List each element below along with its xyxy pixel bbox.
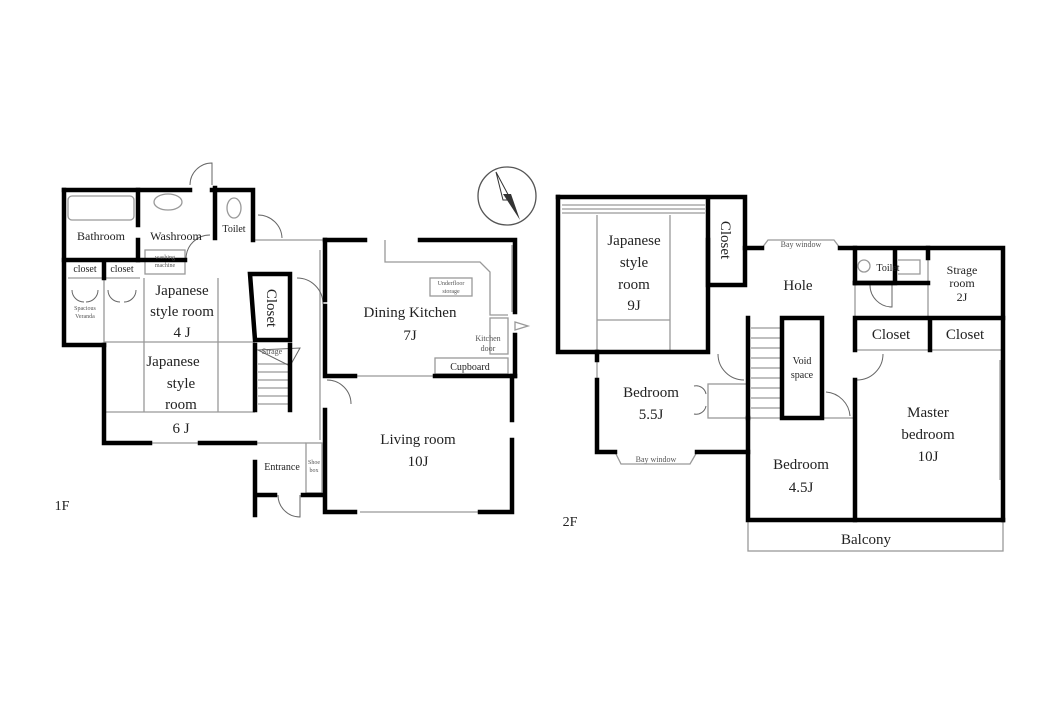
labels-1f: Bathroom Washroom Toilet washing machine… <box>55 224 501 514</box>
bay-window-top: Bay window <box>781 240 822 249</box>
room-bedroom-55j: Bedroom <box>623 385 679 401</box>
room-toilet-2f: Toilet <box>876 263 899 274</box>
room-japanese-4j: Japanese <box>155 283 209 299</box>
room-closet-b-2f: Closet <box>946 327 985 343</box>
compass-north-arrow-icon <box>477 166 537 226</box>
room-toilet: Toilet <box>222 224 245 235</box>
room-strage-2j: 2J <box>957 290 968 304</box>
room-dining-kitchen: Dining Kitchen <box>364 305 457 321</box>
floor-1: Bathroom Washroom Toilet washing machine… <box>55 162 531 518</box>
room-closet-top: Closet <box>717 221 733 260</box>
room-closet-b: closet <box>110 264 134 275</box>
shoebox-label: box <box>310 468 319 474</box>
walls-1f <box>61 185 518 518</box>
void-space: space <box>791 370 814 381</box>
veranda-label: Veranda <box>75 314 95 320</box>
labels-2f: Japanese style room 9J Closet Bay window… <box>563 221 985 548</box>
room-closet-a-2f: Closet <box>872 327 911 343</box>
floor-2: Japanese style room 9J Closet Bay window… <box>555 194 1006 552</box>
room-japanese-6j: style <box>167 376 196 392</box>
room-bedroom-55j: 5.5J <box>639 407 664 423</box>
room-washroom: Washroom <box>150 229 202 243</box>
stairs-1f <box>258 363 288 405</box>
kitchen-door-label: door <box>481 344 496 353</box>
shoebox-label: Shoe <box>308 460 320 466</box>
room-entrance: Entrance <box>264 462 300 473</box>
room-closet: Closet <box>263 289 279 328</box>
room-japanese-9j: 9J <box>627 298 641 314</box>
room-living: 10J <box>408 454 429 470</box>
room-hole: Hole <box>783 278 813 294</box>
void-space: Void <box>793 356 812 367</box>
room-japanese-9j: style <box>620 255 649 271</box>
room-japanese-6j: Japanese <box>146 354 200 370</box>
underfloor-storage-label: Underfloor <box>438 280 465 287</box>
room-strage-2j: room <box>949 276 975 290</box>
room-japanese-6j: room <box>165 397 197 413</box>
room-strage: Strage <box>262 347 283 356</box>
room-japanese-6j: 6 J <box>172 421 189 437</box>
washing-machine-label: machine <box>155 263 176 269</box>
kitchen-door-label: Kitchen <box>475 334 500 343</box>
walls-2f <box>555 194 1006 523</box>
room-bedroom-45j: 4.5J <box>789 480 814 496</box>
doors-2f <box>693 284 893 417</box>
doors-1f <box>71 162 352 518</box>
underfloor-storage-label: storage <box>442 289 460 295</box>
room-master-bedroom: bedroom <box>901 427 955 443</box>
room-strage-2j: Strage <box>947 263 978 277</box>
room-closet-a: closet <box>73 264 97 275</box>
room-bedroom-45j: Bedroom <box>773 457 829 473</box>
stairs-2f <box>751 327 781 409</box>
room-master-bedroom: 10J <box>918 449 939 465</box>
room-master-bedroom: Master <box>907 405 949 421</box>
room-bathroom: Bathroom <box>77 229 126 243</box>
room-living: Living room <box>380 432 456 448</box>
bay-window-bottom: Bay window <box>636 455 677 464</box>
cupboard-label: Cupboard <box>450 362 489 373</box>
floor-label-1f: 1F <box>55 499 70 514</box>
room-japanese-4j: style room <box>150 304 214 320</box>
veranda-label: Spacious <box>74 306 96 312</box>
room-dining-kitchen: 7J <box>403 328 417 344</box>
room-japanese-9j: Japanese <box>607 233 661 249</box>
room-japanese-9j: room <box>618 277 650 293</box>
balcony-label: Balcony <box>841 532 891 548</box>
washing-machine-label: washing <box>155 255 175 261</box>
room-japanese-4j: 4 J <box>173 325 190 341</box>
floor-label-2f: 2F <box>563 515 578 530</box>
